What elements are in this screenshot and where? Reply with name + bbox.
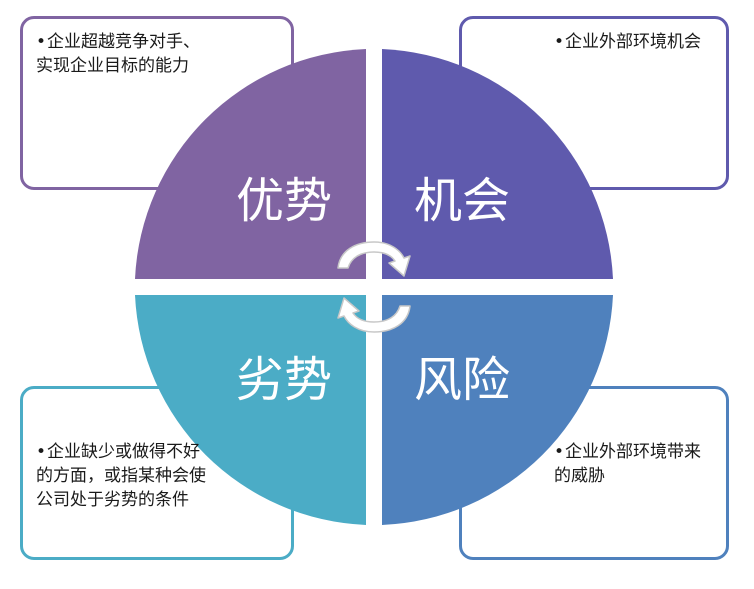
weaknesses-description: •企业缺少或做得不好的方面，或指某种会使公司处于劣势的条件 (36, 440, 206, 512)
opportunities-quadrant (382, 49, 613, 279)
strengths-label: 优势 (236, 173, 332, 229)
bullet-marker: • (554, 442, 565, 462)
strengths-description: •企业超越竞争对手、实现企业目标的能力 (36, 30, 206, 78)
threats-label: 风险 (414, 352, 510, 408)
threats-quadrant (382, 295, 613, 525)
threats-description-text: 企业外部环境带来的威胁 (554, 442, 702, 486)
opportunities-description: •企业外部环境机会 (554, 30, 714, 54)
weaknesses-label: 劣势 (236, 352, 332, 408)
strengths-description-text: 企业超越竞争对手、实现企业目标的能力 (36, 32, 201, 76)
opportunities-label: 机会 (414, 173, 510, 229)
strengths-quadrant (135, 49, 366, 279)
weaknesses-quadrant (135, 295, 366, 525)
cycle-arrows-icon (337, 241, 411, 333)
weaknesses-description-text: 企业缺少或做得不好的方面，或指某种会使公司处于劣势的条件 (36, 442, 206, 510)
bullet-marker: • (36, 32, 47, 52)
bullet-marker: • (554, 32, 565, 52)
threats-description: •企业外部环境带来的威胁 (554, 440, 714, 488)
bullet-marker: • (36, 442, 47, 462)
opportunities-description-text: 企业外部环境机会 (565, 32, 702, 52)
